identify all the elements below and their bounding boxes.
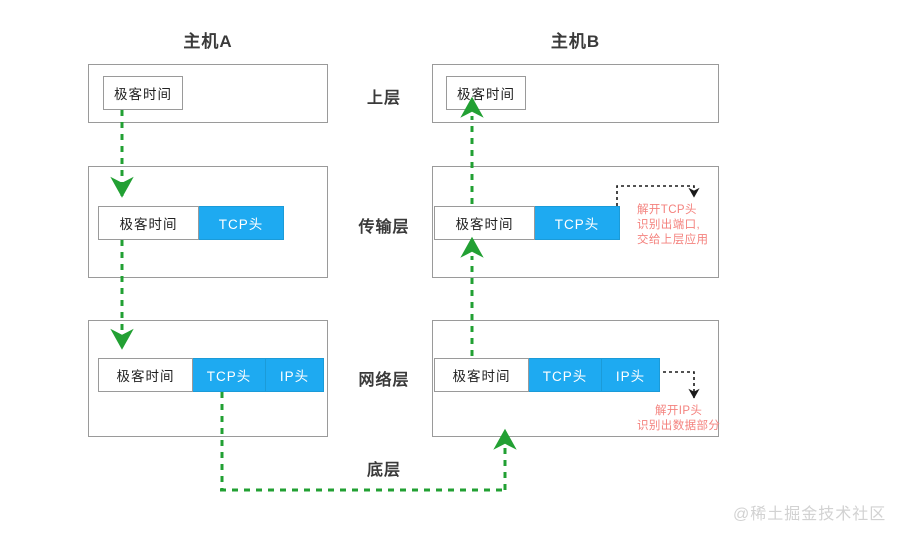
layer-label-network: 网络层 [358,372,410,389]
tcp-header-segment: TCP头 [193,358,266,392]
layer-label-transport: 传输层 [358,219,410,236]
watermark: @稀土掘金技术社区 [733,506,887,523]
ip-header-segment: IP头 [602,358,660,392]
note-line-2: 识别出端口, [637,219,701,231]
host-a-transport-pdu: 极客时间 TCP头 [98,206,284,240]
host-a-title: 主机A [183,32,233,51]
payload-segment: 极客时间 [103,76,183,110]
note-line-1: 解开IP头 [654,405,703,417]
host-a-network-pdu: 极客时间 TCP头 IP头 [98,358,324,392]
host-b-transport-pdu: 极客时间 TCP头 [434,206,620,240]
payload-segment: 极客时间 [98,358,193,392]
note-line-2: 识别出数据部分 [637,420,721,432]
layer-label-upper: 上层 [366,90,401,107]
tcp-header-segment: TCP头 [535,206,620,240]
tcp-header-segment: TCP头 [529,358,602,392]
network-decapsulation-note: 解开IP头 识别出数据部分 [637,404,720,434]
ip-header-segment: IP头 [266,358,324,392]
note-line-3: 交给上层应用 [637,234,709,246]
payload-segment: 极客时间 [446,76,526,110]
payload-segment: 极客时间 [98,206,199,240]
host-b-network-pdu: 极客时间 TCP头 IP头 [434,358,660,392]
payload-segment: 极客时间 [434,206,535,240]
note-line-1: 解开TCP头 [637,204,697,216]
host-b-upper-pdu: 极客时间 [446,76,526,110]
tcp-header-segment: TCP头 [199,206,284,240]
transport-decapsulation-note: 解开TCP头 识别出端口, 交给上层应用 [637,203,708,248]
host-a-upper-pdu: 极客时间 [103,76,183,110]
host-b-title: 主机B [550,32,601,51]
layer-label-bottom: 底层 [366,462,401,479]
payload-segment: 极客时间 [434,358,529,392]
